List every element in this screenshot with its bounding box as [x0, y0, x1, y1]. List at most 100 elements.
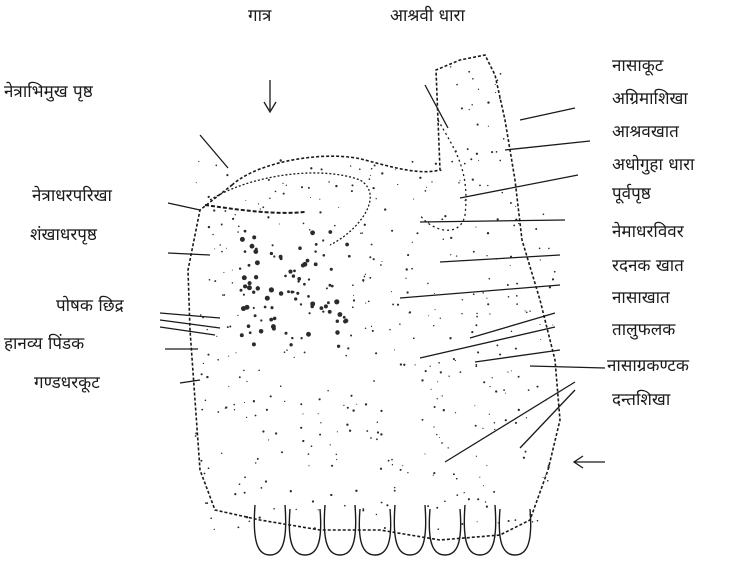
stipple-dot — [306, 332, 311, 337]
stipple-dot — [532, 521, 533, 522]
stipple-dot — [362, 279, 364, 281]
stipple-dot — [273, 317, 277, 321]
stipple-dot — [437, 528, 439, 530]
stipple-dot — [349, 430, 351, 432]
stipple-dot — [312, 500, 314, 502]
stipple-dot — [319, 211, 321, 213]
stipple-dot — [529, 310, 530, 311]
stipple-dot — [547, 466, 549, 468]
stipple-dot — [195, 435, 197, 437]
stipple-dot — [518, 376, 520, 378]
stipple-dot — [535, 228, 537, 230]
stipple-dot — [409, 311, 411, 313]
stipple-dot — [291, 337, 293, 339]
stipple-dot — [438, 362, 440, 364]
stipple-dot — [297, 277, 301, 281]
stipple-dot — [439, 437, 440, 438]
stipple-dot — [380, 264, 382, 266]
stipple-dot — [244, 492, 246, 494]
stipple-dot — [227, 326, 229, 328]
stipple-dot — [540, 259, 541, 260]
stipple-dot — [296, 509, 297, 510]
stipple-dot — [391, 230, 393, 232]
stipple-dot — [508, 296, 510, 298]
stipple-dot — [337, 431, 338, 432]
stipple-dot — [226, 174, 228, 176]
stipple-dot — [495, 390, 497, 392]
stipple-dot — [308, 278, 310, 280]
stipple-dot — [365, 403, 367, 405]
stipple-dot — [214, 248, 215, 249]
stipple-dot — [347, 347, 349, 349]
stipple-dot — [392, 464, 393, 465]
stipple-dot — [406, 268, 408, 270]
stipple-dot — [201, 409, 203, 411]
stipple-dot — [427, 505, 429, 507]
stipple-dot — [196, 182, 197, 183]
stipple-dot — [412, 242, 413, 243]
stipple-dot — [482, 428, 483, 429]
stipple-dot — [318, 413, 319, 414]
stipple-dot — [240, 333, 244, 337]
stipple-dot — [350, 165, 351, 166]
stipple-dot — [347, 407, 349, 409]
stipple-dot — [203, 363, 204, 364]
stipple-dot — [422, 419, 424, 421]
stipple-dot — [346, 424, 348, 426]
stipple-dot — [310, 230, 315, 235]
stipple-dot — [222, 294, 223, 295]
stipple-dot — [510, 202, 512, 204]
stipple-dot — [304, 351, 306, 353]
stipple-dot — [262, 430, 264, 432]
stipple-dot — [334, 225, 336, 227]
stipple-dot — [228, 356, 229, 357]
stipple-dot — [300, 403, 302, 405]
stipple-dot — [476, 316, 478, 318]
stipple-dot — [255, 415, 257, 417]
stipple-dot — [456, 478, 458, 480]
stipple-dot — [265, 480, 267, 482]
label-nasal-crest: नासाकूट — [612, 58, 663, 75]
stipple-dot — [468, 71, 470, 73]
stipple-dot — [284, 401, 285, 402]
stipple-dot — [449, 337, 451, 339]
stipple-dot — [392, 303, 394, 305]
stipple-dot — [470, 158, 472, 160]
stipple-dot — [441, 218, 443, 220]
stipple-dot — [548, 248, 550, 250]
stipple-dot — [505, 419, 507, 421]
stipple-dot — [208, 467, 210, 469]
stipple-dot — [399, 323, 401, 325]
stipple-dot — [494, 422, 496, 424]
stipple-dot — [459, 180, 460, 181]
stipple-dot — [507, 371, 508, 372]
stipple-dot — [338, 312, 343, 317]
stipple-dot — [247, 324, 251, 328]
stipple-dot — [208, 196, 210, 198]
label-lacrimal-border: आश्रवी धारा — [390, 8, 465, 25]
stipple-dot — [249, 520, 251, 522]
stipple-dot — [523, 457, 525, 459]
stipple-dot — [259, 329, 264, 334]
stipple-dot — [380, 468, 382, 470]
stipple-dot — [368, 301, 370, 303]
stipple-dot — [221, 251, 223, 253]
stipple-dot — [487, 303, 489, 305]
stipple-dot — [237, 526, 239, 528]
tooth-crown — [499, 509, 530, 555]
stipple-dot — [493, 491, 495, 493]
stipple-dot — [371, 168, 373, 170]
stipple-dot — [376, 438, 378, 440]
stipple-dot — [264, 306, 267, 309]
stipple-dot — [213, 209, 215, 211]
stipple-dot — [455, 360, 456, 361]
stipple-dot — [310, 197, 311, 198]
stipple-dot — [245, 200, 246, 201]
stipple-dot — [308, 453, 310, 455]
stipple-dot — [365, 274, 366, 275]
stipple-dot — [265, 296, 270, 301]
label-palatine-process: तालुफलक — [612, 322, 675, 339]
stipple-dot — [262, 206, 264, 208]
stipple-dot — [279, 291, 283, 295]
